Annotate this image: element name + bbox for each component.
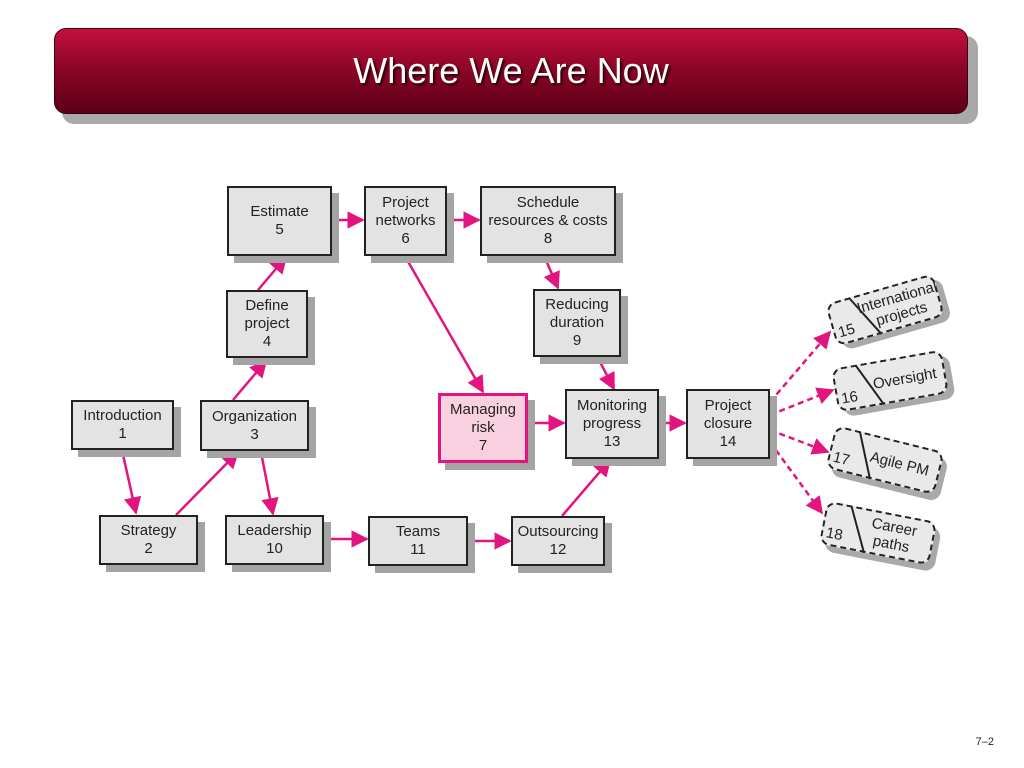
node-estimate: Estimate 5 xyxy=(227,186,332,256)
node-strategy: Strategy 2 xyxy=(99,515,198,565)
arrow-reducing-duration-to-monitoring xyxy=(596,357,616,391)
node-label-line2: resources & costs xyxy=(488,212,608,229)
node-managing-risk: Managing risk 7 xyxy=(438,393,528,463)
node-label-line2: progress xyxy=(582,415,642,432)
ext-number: 15 xyxy=(836,320,857,342)
page-number: 7–2 xyxy=(975,736,994,748)
node-label: Strategy xyxy=(120,522,177,539)
ext-number: 17 xyxy=(831,448,852,470)
node-label-line2: risk xyxy=(471,419,495,436)
arrow-closure-to-international-projects xyxy=(769,330,832,403)
ext-number: 16 xyxy=(839,387,860,408)
node-number: 5 xyxy=(275,221,284,238)
title-bar: Where We Are Now xyxy=(54,28,968,114)
node-label-line2: closure xyxy=(703,415,753,432)
node-number: 10 xyxy=(266,540,283,557)
arrow-project-networks-to-managing-risk xyxy=(404,257,485,394)
node-label-line1: Monitoring xyxy=(576,397,648,414)
node-label: Teams xyxy=(395,523,441,540)
node-number: 13 xyxy=(603,433,621,450)
node-project-networks: Project networks 6 xyxy=(364,186,447,256)
node-label: Outsourcing xyxy=(517,523,599,540)
node-label-line2: networks xyxy=(375,212,436,229)
node-label-line2: duration xyxy=(549,314,605,331)
node-define-project: Define project 4 xyxy=(226,290,308,358)
node-label-line1: Define xyxy=(245,297,289,314)
node-label: Introduction xyxy=(83,407,162,424)
node-organization: Organization 3 xyxy=(200,400,309,451)
node-number: 3 xyxy=(250,425,259,443)
ext-number: 18 xyxy=(824,524,845,545)
node-number: 9 xyxy=(572,332,582,349)
node-project-closure: Project closure 14 xyxy=(686,389,770,459)
node-label-line1: Reducing xyxy=(545,296,609,313)
node-outsourcing: Outsourcing 12 xyxy=(511,516,605,566)
node-number: 6 xyxy=(401,230,410,247)
node-label-line1: Project xyxy=(382,194,429,211)
node-number: 2 xyxy=(144,540,153,557)
node-label-line1: Managing xyxy=(450,401,516,418)
node-leadership: Leadership 10 xyxy=(225,515,324,565)
arrow-define-project-to-estimate xyxy=(257,255,288,291)
node-label-line1: Project xyxy=(704,397,752,414)
node-teams: Teams 11 xyxy=(368,516,468,566)
node-number: 1 xyxy=(118,425,127,442)
node-reducing-duration: Reducing duration 9 xyxy=(533,289,621,357)
node-introduction: Introduction 1 xyxy=(71,400,174,450)
arrow-closure-to-agile-pm xyxy=(769,428,830,455)
arrow-closure-to-career-paths xyxy=(768,441,824,515)
node-label-line2: project xyxy=(244,315,290,332)
node-label-line1: Schedule xyxy=(516,194,580,211)
arrow-organization-to-leadership xyxy=(259,451,279,516)
arrow-closure-to-oversight xyxy=(769,387,835,417)
node-label: Leadership xyxy=(237,522,312,539)
node-number: 12 xyxy=(549,541,567,558)
arrow-organization-to-define-project xyxy=(232,359,268,401)
arrow-schedule-to-reducing-duration xyxy=(543,257,560,290)
arrow-introduction-to-strategy xyxy=(120,449,142,515)
node-number: 11 xyxy=(410,541,426,558)
slide-title: Where We Are Now xyxy=(353,50,669,91)
node-label: Estimate xyxy=(250,203,309,220)
node-label: Organization xyxy=(211,407,298,425)
node-number: 8 xyxy=(543,230,553,247)
arrow-strategy-to-organization xyxy=(175,450,240,516)
node-number: 7 xyxy=(478,437,488,454)
node-monitoring-progress: Monitoring progress 13 xyxy=(565,389,659,459)
node-number: 4 xyxy=(262,333,272,350)
node-number: 14 xyxy=(719,433,737,450)
node-schedule-resources-costs: Schedule resources & costs 8 xyxy=(480,186,616,256)
arrow-outsourcing-to-monitoring xyxy=(561,458,612,517)
